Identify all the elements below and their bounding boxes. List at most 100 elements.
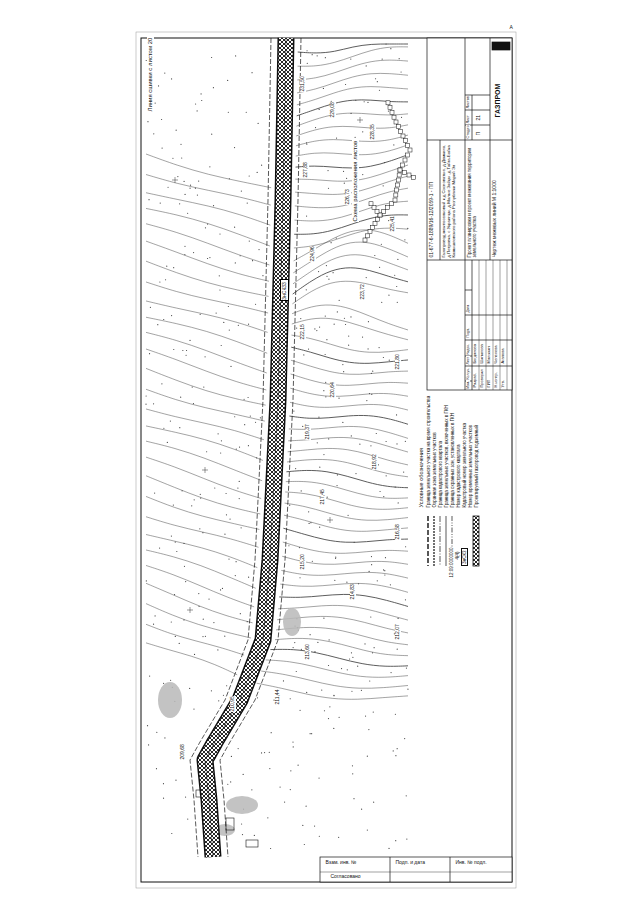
terrain-dot xyxy=(180,144,181,145)
terrain-dot xyxy=(271,732,272,733)
terrain-dot xyxy=(205,227,206,228)
elevation-mark: 218,92 xyxy=(372,454,378,470)
label-text: Схема расположения листов xyxy=(352,140,359,222)
sheet-scheme-cell xyxy=(373,221,377,225)
contour-line xyxy=(287,459,408,476)
elevation-mark: 229,08 xyxy=(330,102,336,118)
label-text: Взам. инв. № xyxy=(325,860,357,866)
terrain-dot xyxy=(364,643,365,644)
terrain-dot xyxy=(383,569,384,570)
terrain-dot xyxy=(297,765,298,766)
terrain-dot xyxy=(366,400,367,401)
terrain-dot xyxy=(405,441,406,442)
terrain-dot xyxy=(395,486,396,487)
terrain-dot xyxy=(365,715,366,716)
terrain-dot xyxy=(367,756,368,757)
terrain-dot xyxy=(334,324,335,325)
terrain-dot xyxy=(156,768,157,769)
terrain-dot xyxy=(246,112,247,113)
terrain-dot xyxy=(197,194,198,195)
sheet-scheme-cell xyxy=(396,178,400,182)
terrain-dot xyxy=(353,798,354,799)
elevation-mark: 216,58 xyxy=(395,524,401,540)
terrain-dot xyxy=(327,170,328,171)
terrain-dot xyxy=(157,324,158,325)
terrain-dot xyxy=(251,72,252,73)
contour-line xyxy=(146,426,263,460)
terrain-dot xyxy=(289,505,290,506)
terrain-dot xyxy=(367,348,368,349)
terrain-dot xyxy=(202,532,203,533)
terrain-dot xyxy=(165,279,166,280)
terrain-dot xyxy=(319,326,320,327)
terrain-dot xyxy=(396,443,397,444)
terrain-dot xyxy=(194,499,195,500)
terrain-dot xyxy=(393,144,394,145)
terrain-dot xyxy=(205,636,206,637)
terrain-dot xyxy=(243,399,244,400)
terrain-dot xyxy=(351,435,352,436)
terrain-dot xyxy=(343,171,344,172)
contour-line xyxy=(290,388,408,396)
elevation-mark: 214,83 xyxy=(350,584,356,600)
label-text: Проект планировки и проект межевания тер… xyxy=(467,143,477,258)
elevation-mark: 215,20 xyxy=(300,554,306,570)
label-text: Шипилова xyxy=(480,344,485,364)
contour-line xyxy=(146,565,254,606)
label-text: ЗнСК3 xyxy=(461,548,468,566)
terrain-dot xyxy=(159,547,160,548)
contour-line xyxy=(146,409,264,440)
sheet-scheme-cell xyxy=(368,230,372,234)
terrain-dot xyxy=(374,647,375,648)
contour-line xyxy=(146,624,244,655)
terrain-dot xyxy=(362,336,363,337)
terrain-dot xyxy=(374,255,375,256)
terrain-dot xyxy=(317,642,318,643)
terrain-dot xyxy=(155,102,156,103)
terrain-dot xyxy=(239,481,240,482)
terrain-dot xyxy=(343,371,344,372)
legend-text: Проектируемый газопровод подземный xyxy=(474,425,479,508)
sheet-scheme-cell xyxy=(406,143,410,147)
terrain-dot xyxy=(244,424,245,425)
terrain-dot xyxy=(194,654,195,655)
pipeline-band xyxy=(205,38,286,857)
terrain-dot xyxy=(171,536,172,537)
contour-line xyxy=(146,208,270,246)
terrain-dot xyxy=(384,162,385,163)
terrain-dot xyxy=(352,773,353,774)
terrain-dot xyxy=(261,752,262,753)
terrain-dot xyxy=(371,564,372,565)
elevation-mark: 211,44 xyxy=(275,689,281,705)
contour-line xyxy=(288,448,408,464)
contour-line xyxy=(285,503,408,520)
terrain-dot xyxy=(301,649,302,650)
terrain-dot xyxy=(230,781,231,782)
terrain-dot xyxy=(326,339,327,340)
terrain-dot xyxy=(355,100,356,101)
contour-line xyxy=(280,583,408,592)
terrain-dot xyxy=(348,335,349,336)
terrain-dot xyxy=(381,302,382,303)
station-label: ЗнСК33 xyxy=(282,282,288,300)
label-text: Стадия xyxy=(466,125,470,139)
sheet-scheme-cell xyxy=(396,183,400,187)
terrain-dot xyxy=(319,109,320,110)
label-text: Подп. xyxy=(466,328,470,338)
terrain-dot xyxy=(290,698,291,699)
label-text: №док. xyxy=(466,344,470,355)
sheet-scheme-cell xyxy=(363,238,367,242)
terrain-dot xyxy=(172,158,173,159)
label-text: Согласовано xyxy=(330,874,361,880)
terrain-dot xyxy=(193,709,194,710)
terrain-dot xyxy=(383,496,384,497)
pipeline-axis xyxy=(205,38,286,857)
terrain-dot xyxy=(325,315,326,316)
sheet-scheme-cell xyxy=(372,206,376,210)
terrain-dot xyxy=(193,252,194,253)
terrain-dot xyxy=(318,271,319,272)
terrain-dot xyxy=(352,765,353,766)
terrain-dot xyxy=(315,127,316,128)
terrain-dot xyxy=(303,354,304,355)
legend-text: Граница охранных зон, установленных в ГК… xyxy=(450,413,455,508)
